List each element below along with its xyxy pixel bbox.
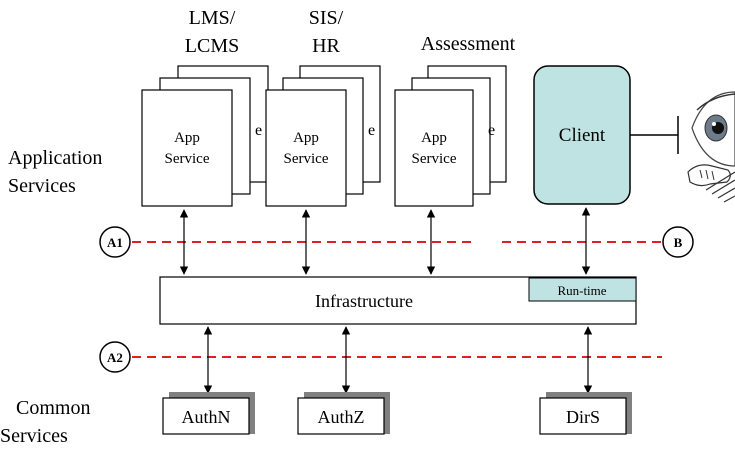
assessment-app-service-stack: e App Service [394, 65, 507, 207]
app-service-label-line1: App [293, 130, 319, 146]
sis-title-line1: SIS/ [309, 7, 344, 29]
marker-a2 [99, 341, 131, 373]
sis-app-service-stack: e App Service [265, 65, 381, 207]
infrastructure-label: Infrastructure [315, 291, 413, 311]
authn-label: AuthN [182, 407, 231, 427]
dirs-box [539, 397, 627, 435]
application-services-label-line2: Services [8, 175, 76, 197]
marker-a2-label: A2 [107, 350, 123, 365]
stack-card-peek-text: e [368, 122, 375, 139]
common-services-label-line2: Services [0, 425, 68, 446]
runtime-label: Run-time [557, 283, 606, 298]
client-label: Client [559, 125, 606, 146]
app-service-label-line1: App [421, 130, 447, 146]
dirs-label: DirS [566, 407, 600, 427]
common-services-label-line1: Common [16, 397, 90, 419]
app-service-label-line2: Service [412, 151, 457, 167]
dirs-service: DirS [539, 392, 632, 435]
app-service-label-line1: App [174, 130, 200, 146]
authz-box [297, 397, 385, 435]
runtime-box [528, 277, 637, 302]
authn-box [162, 397, 250, 435]
app-service-card [265, 89, 347, 207]
marker-b-label: B [674, 235, 683, 250]
stack-card-peek-text: e [488, 122, 495, 139]
sis-title-line2: HR [312, 35, 340, 57]
lms-app-service-stack: e App Service [141, 65, 269, 207]
assessment-title: Assessment [421, 33, 516, 55]
app-service-card [141, 89, 233, 207]
app-service-label-line2: Service [284, 151, 329, 167]
marker-a1 [99, 226, 131, 258]
app-service-card [394, 89, 474, 207]
app-service-label-line2: Service [165, 151, 210, 167]
application-services-label-line1: Application [8, 147, 102, 169]
eye-icon [691, 91, 735, 167]
marker-a1-label: A1 [107, 235, 123, 250]
stack-card-peek-text: e [255, 122, 262, 139]
authz-service: AuthZ [297, 392, 390, 435]
authz-label: AuthZ [318, 407, 365, 427]
hand-typing-icon [687, 164, 735, 203]
authn-service: AuthN [162, 392, 255, 435]
lms-title-line1: LMS/ [189, 7, 236, 29]
marker-b [662, 226, 694, 258]
lms-title-line2: LCMS [185, 35, 239, 57]
